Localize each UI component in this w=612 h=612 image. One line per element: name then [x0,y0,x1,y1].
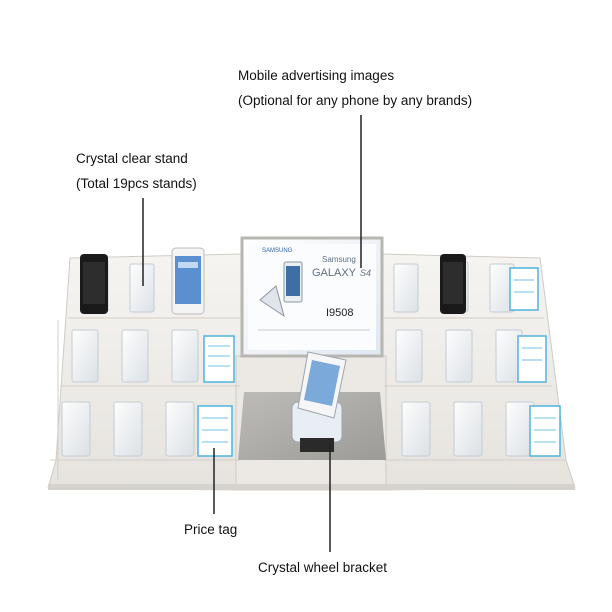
phone-white-left [171,247,205,315]
price-tags [197,267,561,457]
stand-label-line2: (Total 19pcs stands) [76,176,197,191]
wheel-bracket-label: Crystal wheel bracket [258,560,388,575]
phone-black-right [440,254,466,314]
ad-images-label-line2: (Optional for any phone by any brands) [238,93,473,108]
acrylic-stands-right [393,261,535,457]
poster-model-badge: S4 [360,268,371,278]
ad-images-label-line1: Mobile advertising images [238,68,395,83]
price-tag-label: Price tag [184,522,238,537]
poster-product-line1: Samsung [322,255,356,264]
price-tag-lines [202,279,556,443]
phone-black-left [80,254,108,314]
right-shelves [384,317,566,461]
poster-model-number: I9508 [326,307,354,319]
left-shelves [50,317,240,480]
advertising-poster: SAMSUNG Samsung GALAXY S4 I9508 [240,236,384,358]
stand-label-line1: Crystal clear stand [76,151,188,166]
poster-product-line2: GALAXY [312,267,357,279]
phone-white-center [297,351,347,419]
poster-brand: SAMSUNG [262,248,293,254]
